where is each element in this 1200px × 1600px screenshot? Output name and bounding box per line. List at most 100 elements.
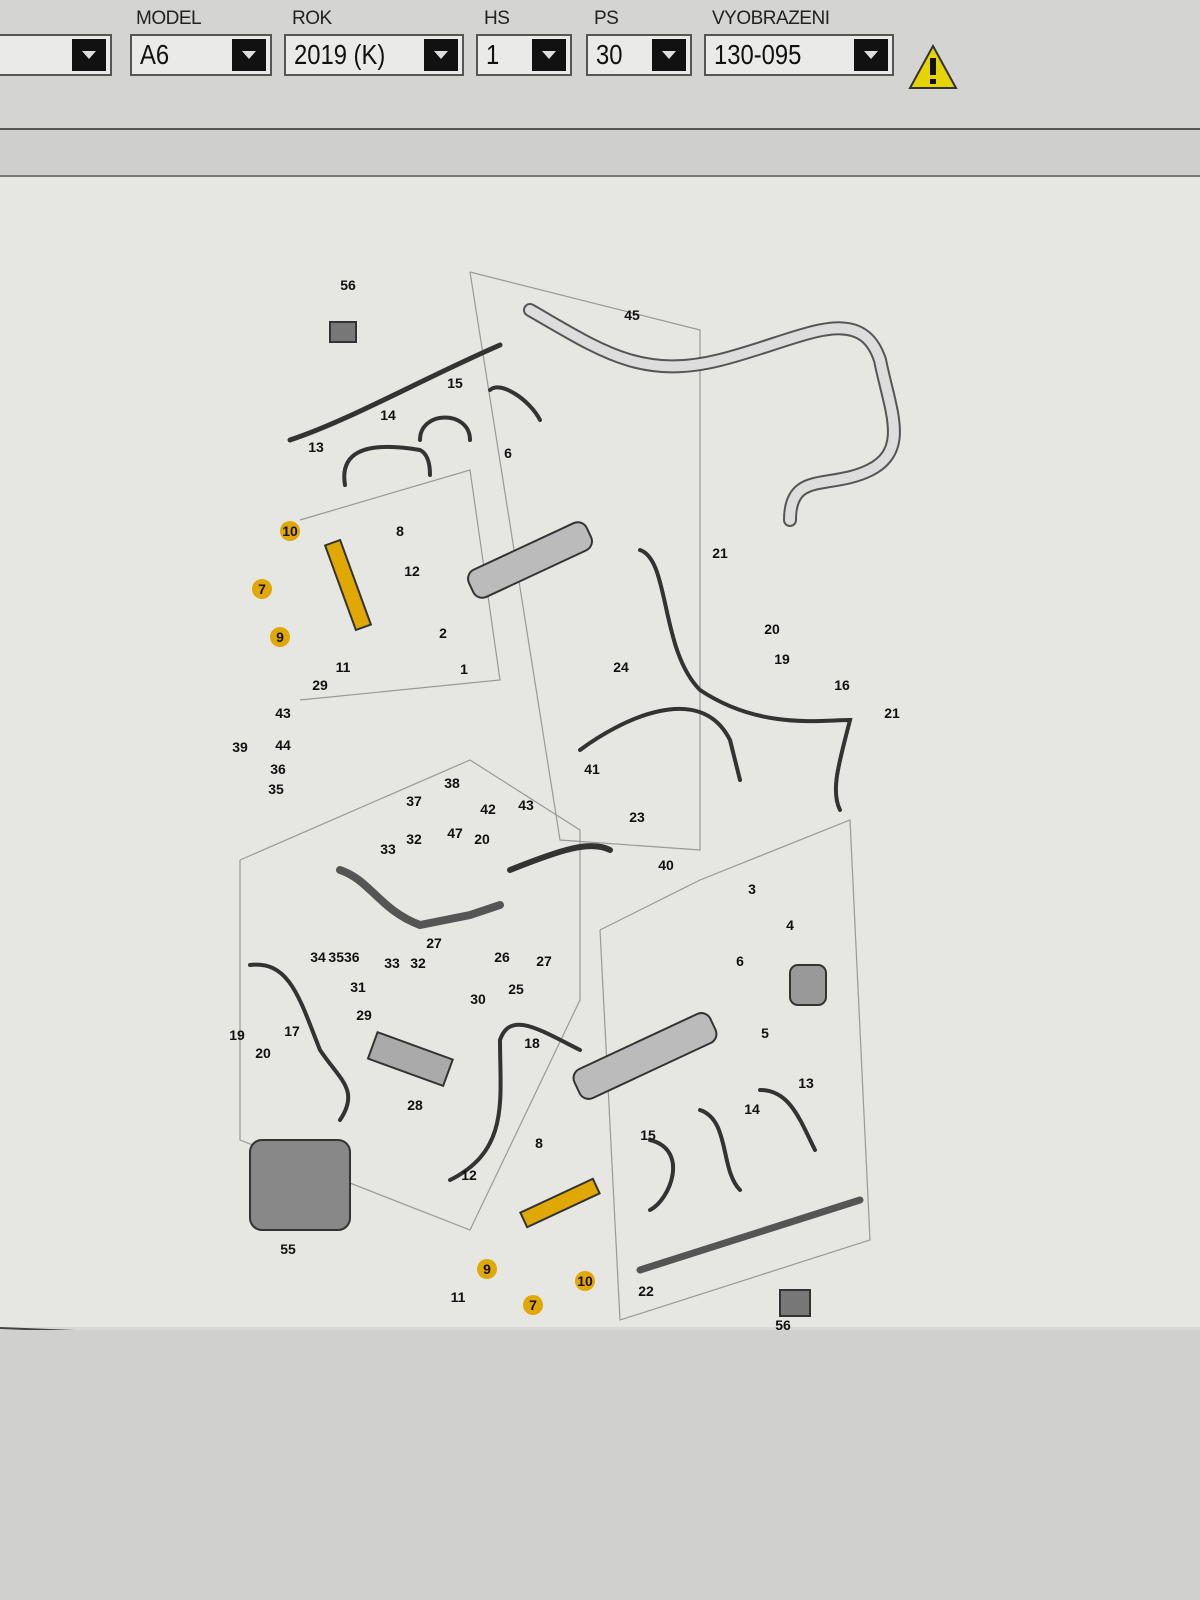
callout-29[interactable]: 29 xyxy=(356,1007,372,1023)
callout-21[interactable]: 21 xyxy=(712,545,728,561)
fuel-rail-lower xyxy=(572,1012,718,1100)
callout-40[interactable]: 40 xyxy=(658,857,674,873)
toolbar: MODEL A6 ROK 2019 (K) HS 1 PS 30 VYOBRAZ… xyxy=(0,0,1200,130)
callout-4[interactable]: 4 xyxy=(786,917,794,933)
callout-25[interactable]: 25 xyxy=(508,981,524,997)
callout-9[interactable]: 9 xyxy=(483,1261,491,1277)
callout-45[interactable]: 45 xyxy=(624,307,640,323)
fuel-rail-upper xyxy=(467,521,593,599)
callout-14[interactable]: 14 xyxy=(380,407,396,423)
callout-15[interactable]: 15 xyxy=(447,375,463,391)
callout-3536[interactable]: 3536 xyxy=(328,949,359,965)
callout-37[interactable]: 37 xyxy=(406,793,422,809)
divider xyxy=(0,128,1200,130)
callout-30[interactable]: 30 xyxy=(470,991,486,1007)
illustration-select[interactable]: VYOBRAZENI 130-095 xyxy=(704,8,894,76)
callout-5[interactable]: 5 xyxy=(761,1025,769,1041)
callout-47[interactable]: 47 xyxy=(447,825,463,841)
callout-56[interactable]: 56 xyxy=(775,1317,791,1333)
callout-10[interactable]: 10 xyxy=(282,523,298,539)
year-select[interactable]: ROK 2019 (K) xyxy=(284,8,464,76)
callout-38[interactable]: 38 xyxy=(444,775,460,791)
callout-21[interactable]: 21 xyxy=(884,705,900,721)
model-select[interactable]: MODEL A6 xyxy=(130,8,272,76)
callout-19[interactable]: 19 xyxy=(229,1027,245,1043)
ps-select[interactable]: PS 30 xyxy=(586,8,692,76)
callout-12[interactable]: 12 xyxy=(461,1167,477,1183)
callout-56[interactable]: 56 xyxy=(340,277,356,293)
callout-17[interactable]: 17 xyxy=(284,1023,300,1039)
callout-10[interactable]: 10 xyxy=(577,1273,593,1289)
callout-14[interactable]: 14 xyxy=(744,1101,760,1117)
parts xyxy=(249,321,827,1317)
callout-32[interactable]: 32 xyxy=(410,955,426,971)
high-pressure-pump xyxy=(249,1139,351,1231)
callout-1[interactable]: 1 xyxy=(460,661,468,677)
callout-26[interactable]: 26 xyxy=(494,949,510,965)
parts-list-area xyxy=(0,1330,1200,1600)
warning-triangle-icon[interactable] xyxy=(908,44,958,90)
callout-27[interactable]: 27 xyxy=(426,935,442,951)
callout-18[interactable]: 18 xyxy=(524,1035,540,1051)
callout-16[interactable]: 16 xyxy=(834,677,850,693)
chevron-down-icon[interactable] xyxy=(232,39,266,71)
callout-39[interactable]: 39 xyxy=(232,739,248,755)
callout-32[interactable]: 32 xyxy=(406,831,422,847)
callout-42[interactable]: 42 xyxy=(480,801,496,817)
callout-33[interactable]: 33 xyxy=(384,955,400,971)
callout-9[interactable]: 9 xyxy=(276,629,284,645)
callout-12[interactable]: 12 xyxy=(404,563,420,579)
callout-13[interactable]: 13 xyxy=(308,439,324,455)
callout-44[interactable]: 44 xyxy=(275,737,291,753)
chevron-down-icon[interactable] xyxy=(424,39,458,71)
callout-35[interactable]: 35 xyxy=(268,781,284,797)
callout-8[interactable]: 8 xyxy=(396,523,404,539)
callout-43[interactable]: 43 xyxy=(275,705,291,721)
callout-7[interactable]: 7 xyxy=(258,581,266,597)
callout-23[interactable]: 23 xyxy=(629,809,645,825)
callout-20[interactable]: 20 xyxy=(474,831,490,847)
callout-33[interactable]: 33 xyxy=(380,841,396,857)
bracket xyxy=(366,1030,454,1088)
callout-34[interactable]: 34 xyxy=(310,949,326,965)
make-select[interactable] xyxy=(0,8,112,76)
callout-22[interactable]: 22 xyxy=(638,1283,654,1299)
sensor-56-bottom xyxy=(779,1289,811,1317)
callout-15[interactable]: 15 xyxy=(640,1127,656,1143)
chevron-down-icon[interactable] xyxy=(652,39,686,71)
hs-select[interactable]: HS 1 xyxy=(476,8,572,76)
callout-6[interactable]: 6 xyxy=(504,445,512,461)
callout-13[interactable]: 13 xyxy=(798,1075,814,1091)
callout-2[interactable]: 2 xyxy=(439,625,447,641)
callout-19[interactable]: 19 xyxy=(774,651,790,667)
chevron-down-icon[interactable] xyxy=(532,39,566,71)
chevron-down-icon[interactable] xyxy=(72,39,106,71)
callout-24[interactable]: 24 xyxy=(613,659,629,675)
callout-20[interactable]: 20 xyxy=(764,621,780,637)
callout-29[interactable]: 29 xyxy=(312,677,328,693)
callout-31[interactable]: 31 xyxy=(350,979,366,995)
callout-27[interactable]: 27 xyxy=(536,953,552,969)
info-bar xyxy=(0,130,1200,175)
callout-20[interactable]: 20 xyxy=(255,1045,271,1061)
callout-36[interactable]: 36 xyxy=(270,761,286,777)
callout-43[interactable]: 43 xyxy=(518,797,534,813)
callout-28[interactable]: 28 xyxy=(407,1097,423,1113)
pressure-sensor xyxy=(789,964,827,1006)
callout-highlight xyxy=(270,627,290,647)
callout-7[interactable]: 7 xyxy=(529,1297,537,1313)
callout-highlight xyxy=(523,1295,543,1315)
callout-8[interactable]: 8 xyxy=(535,1135,543,1151)
chevron-down-icon[interactable] xyxy=(854,39,888,71)
callout-11[interactable]: 11 xyxy=(336,659,351,675)
callout-55[interactable]: 55 xyxy=(280,1241,296,1257)
divider xyxy=(0,175,1200,177)
fuel-lines xyxy=(248,303,901,1274)
callout-41[interactable]: 41 xyxy=(584,761,600,777)
diagram-panel xyxy=(0,177,1200,1327)
callout-11[interactable]: 11 xyxy=(451,1289,466,1305)
callout-6[interactable]: 6 xyxy=(736,953,744,969)
callout-3[interactable]: 3 xyxy=(748,881,756,897)
